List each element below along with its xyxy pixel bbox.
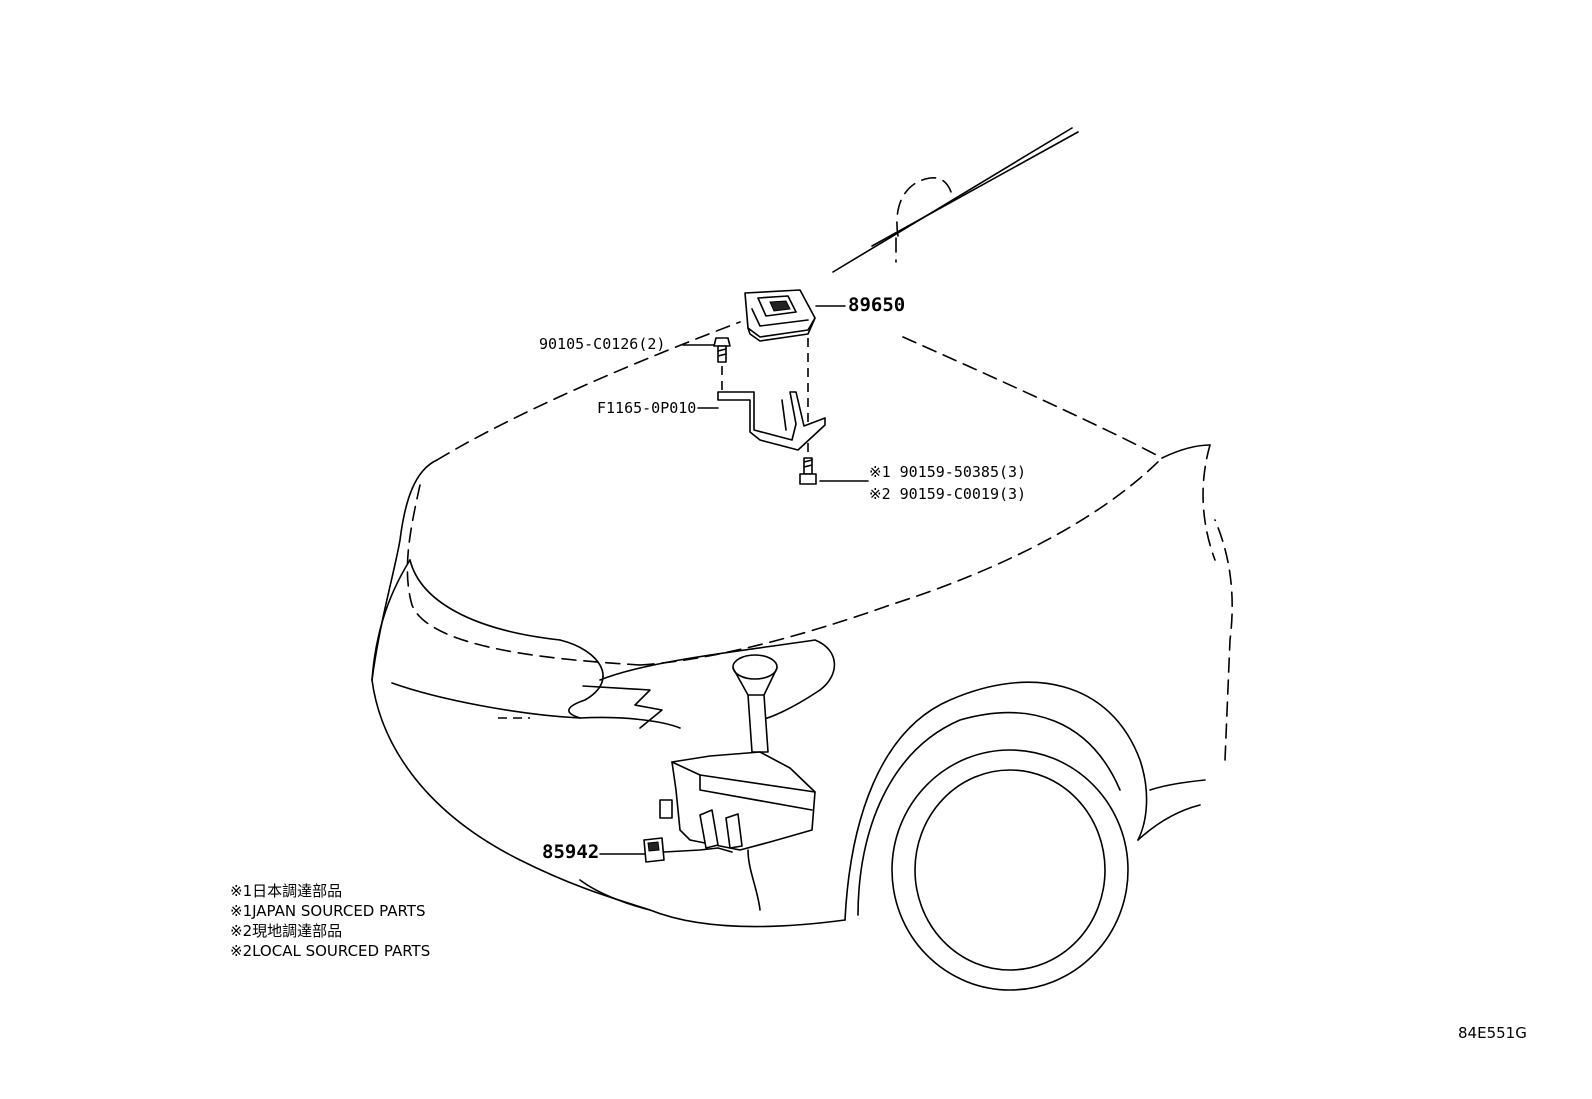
diagram-code: 84E551G	[1458, 1024, 1527, 1042]
lower-bolt-part	[799, 457, 817, 485]
note-line: ※2LOCAL SOURCED PARTS	[230, 942, 431, 960]
note-line: ※1JAPAN SOURCED PARTS	[230, 902, 426, 920]
callout-bracket: F1165-0P010	[597, 399, 697, 417]
washer-tank-part	[659, 654, 816, 911]
callout-upper-bolt: 90105-C0126(2)	[539, 335, 666, 353]
callout-85942: 85942	[542, 841, 600, 863]
callout-lower-bolt-2: ※2 90159-C0019(3)	[869, 485, 1027, 503]
callout-89650: 89650	[848, 294, 906, 316]
car-body-outline	[371, 127, 1233, 991]
upper-bolt-part	[713, 337, 731, 363]
level-sensor-part	[643, 837, 733, 863]
leader-lines	[599, 305, 869, 855]
note-line: ※1日本調達部品	[230, 882, 343, 900]
callout-lower-bolt-1: ※1 90159-50385(3)	[869, 463, 1027, 481]
bracket-part	[717, 391, 826, 451]
note-line: ※2現地調達部品	[230, 922, 343, 940]
control-module-part	[744, 289, 816, 342]
